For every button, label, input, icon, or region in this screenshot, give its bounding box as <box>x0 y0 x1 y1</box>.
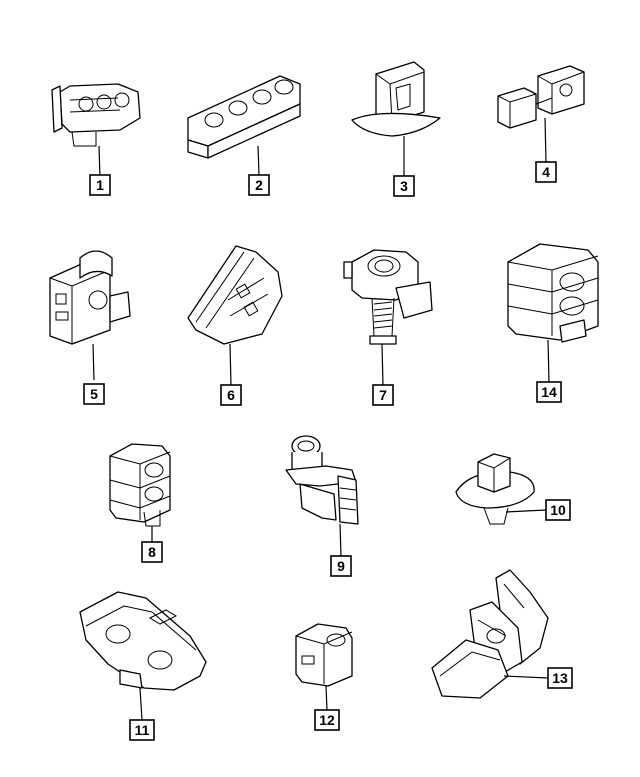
part-9-clip <box>285 435 359 557</box>
callout-4: 4 <box>535 161 557 183</box>
callout-3: 3 <box>393 175 415 197</box>
part-8-clip <box>109 443 171 542</box>
callout-7: 7 <box>372 384 394 406</box>
svg-text:13: 13 <box>552 670 568 686</box>
part-7-clip <box>343 249 433 386</box>
callout-14: 14 <box>536 381 562 403</box>
part-13-clip <box>431 569 549 699</box>
callout-13: 13 <box>547 667 573 689</box>
svg-text:4: 4 <box>542 164 550 180</box>
part-11-clip <box>79 591 207 721</box>
callout-12: 12 <box>314 709 340 731</box>
part-14-clip <box>507 243 599 383</box>
callout-6: 6 <box>220 384 242 406</box>
part-10-clip <box>455 453 547 525</box>
callout-10: 10 <box>545 499 571 521</box>
part-6-clip <box>187 245 283 386</box>
callout-5: 5 <box>83 383 105 405</box>
callout-1: 1 <box>89 174 111 196</box>
callout-8: 8 <box>141 541 163 563</box>
part-3-clip <box>351 61 441 176</box>
part-4-clip <box>497 65 585 163</box>
svg-text:12: 12 <box>319 712 335 728</box>
svg-text:1: 1 <box>96 177 104 193</box>
svg-text:11: 11 <box>135 722 150 738</box>
svg-text:9: 9 <box>337 558 345 574</box>
svg-text:6: 6 <box>227 387 235 403</box>
part-1-clip <box>51 83 141 179</box>
callout-11: 11 <box>129 719 155 741</box>
callout-9: 9 <box>330 555 352 577</box>
part-5-clip <box>49 250 131 381</box>
svg-text:10: 10 <box>550 502 566 518</box>
svg-text:7: 7 <box>379 387 387 403</box>
part-12-clip <box>295 623 353 711</box>
svg-text:5: 5 <box>90 386 98 402</box>
callout-2: 2 <box>248 174 270 196</box>
part-2-clip <box>187 75 301 176</box>
svg-text:2: 2 <box>255 177 263 193</box>
svg-text:8: 8 <box>148 544 156 560</box>
svg-text:3: 3 <box>400 178 408 194</box>
svg-text:14: 14 <box>541 384 557 400</box>
